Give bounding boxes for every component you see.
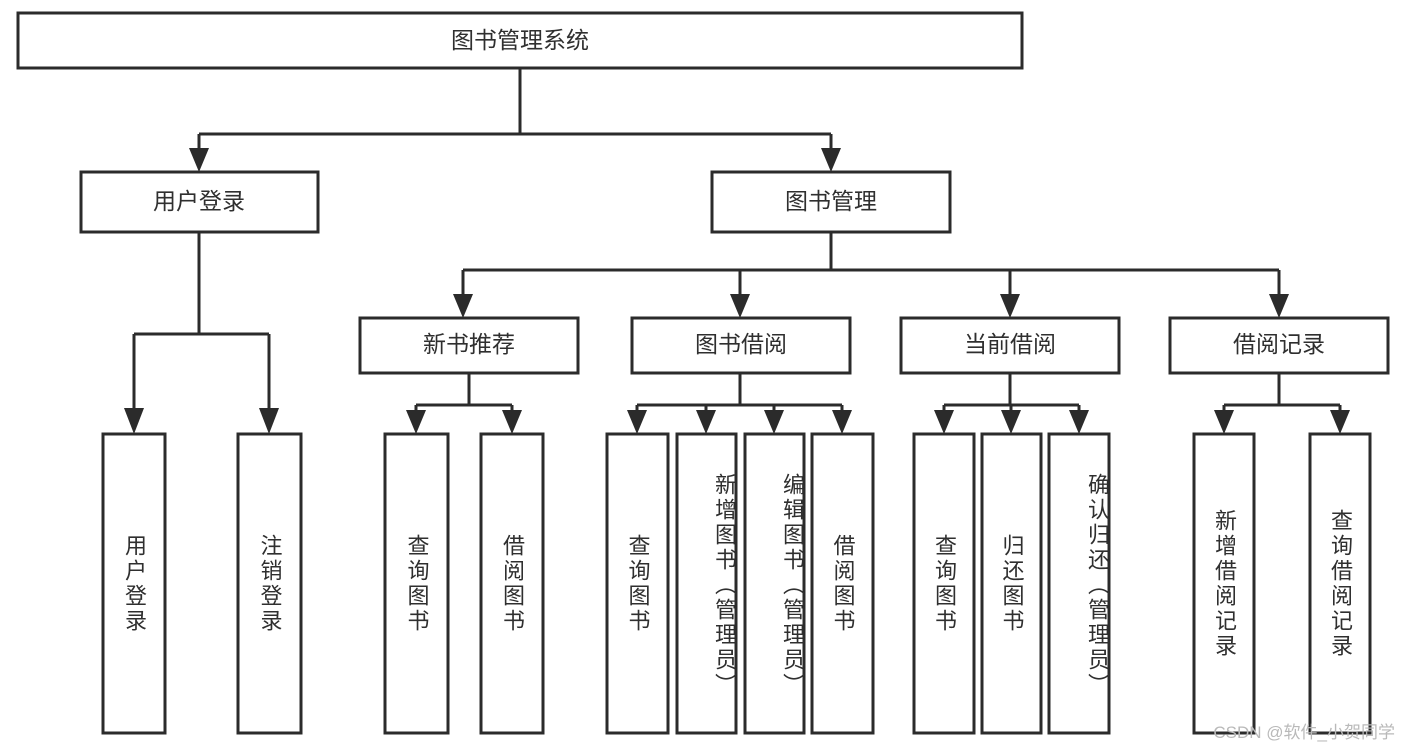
node-leaf-user-login[interactable] — [101, 432, 167, 735]
node-root-system-label: 图书管理系统 — [451, 27, 589, 53]
arrow-head-leaf-logout — [259, 408, 279, 434]
arrow-head-user-login — [189, 148, 209, 172]
node-leaf-confirm-return-admin[interactable] — [1047, 432, 1111, 735]
connector-layer — [124, 68, 1350, 434]
arrow-head-currentborrow-leaf-2 — [1001, 410, 1021, 434]
node-borrow-record[interactable] — [1168, 316, 1390, 375]
arrow-head-current-borrow — [1000, 294, 1020, 318]
watermark-text: CSDN @软件_小贺同学 — [1213, 723, 1395, 742]
arrow-head-bookborrow-leaf-4 — [832, 410, 852, 434]
arrow-head-book-borrow — [730, 294, 750, 318]
node-book-borrow-label: 图书借阅 — [695, 331, 787, 357]
arrow-head-bookborrow-leaf-2 — [696, 410, 716, 434]
node-leaf-query-book-1[interactable] — [383, 432, 450, 735]
node-leaf-query-book-2[interactable] — [605, 432, 670, 735]
node-leaf-edit-book-admin[interactable] — [743, 432, 806, 735]
arrow-head-bookborrow-leaf-3 — [764, 410, 784, 434]
node-new-book-recommend[interactable] — [358, 316, 580, 375]
arrow-head-currentborrow-leaf-3 — [1069, 410, 1089, 434]
node-user-login[interactable] — [79, 170, 320, 234]
node-leaf-query-book-3[interactable] — [912, 432, 976, 735]
arrow-head-currentborrow-leaf-1 — [934, 410, 954, 434]
node-leaf-borrow-book-2[interactable] — [810, 432, 875, 735]
arrow-head-borrow-record — [1269, 294, 1289, 318]
node-book-manage-label: 图书管理 — [785, 188, 877, 214]
node-borrow-record-label: 借阅记录 — [1233, 331, 1325, 357]
node-leaf-borrow-book-1[interactable] — [479, 432, 545, 735]
node-current-borrow-label: 当前借阅 — [964, 331, 1056, 357]
node-book-borrow[interactable] — [630, 316, 852, 375]
node-leaf-return-book[interactable] — [980, 432, 1043, 735]
node-leaf-logout[interactable] — [236, 432, 303, 735]
node-leaf-add-book-admin[interactable] — [675, 432, 738, 735]
arrow-head-borrowrecord-leaf-1 — [1214, 410, 1234, 434]
node-current-borrow[interactable] — [899, 316, 1121, 375]
arrow-head-newbook-leaf-1 — [406, 410, 426, 434]
node-leaf-query-borrow-record[interactable] — [1308, 432, 1372, 735]
arrow-head-new-book — [453, 294, 473, 318]
node-new-book-recommend-label: 新书推荐 — [423, 331, 515, 357]
node-leaf-add-borrow-record[interactable] — [1192, 432, 1256, 735]
node-layer: 图书管理系统 用户登录 图书管理 新书推荐 图书借阅 当前借阅 借阅记录 — [16, 11, 1390, 735]
node-book-manage[interactable] — [710, 170, 952, 234]
arrow-head-bookborrow-leaf-1 — [627, 410, 647, 434]
arrow-head-book-manage — [821, 148, 841, 172]
node-root-system[interactable] — [16, 11, 1024, 70]
arrow-head-borrowrecord-leaf-2 — [1330, 410, 1350, 434]
arrow-head-leaf-user-login — [124, 408, 144, 434]
arrow-head-newbook-leaf-2 — [502, 410, 522, 434]
node-user-login-label: 用户登录 — [153, 188, 245, 214]
